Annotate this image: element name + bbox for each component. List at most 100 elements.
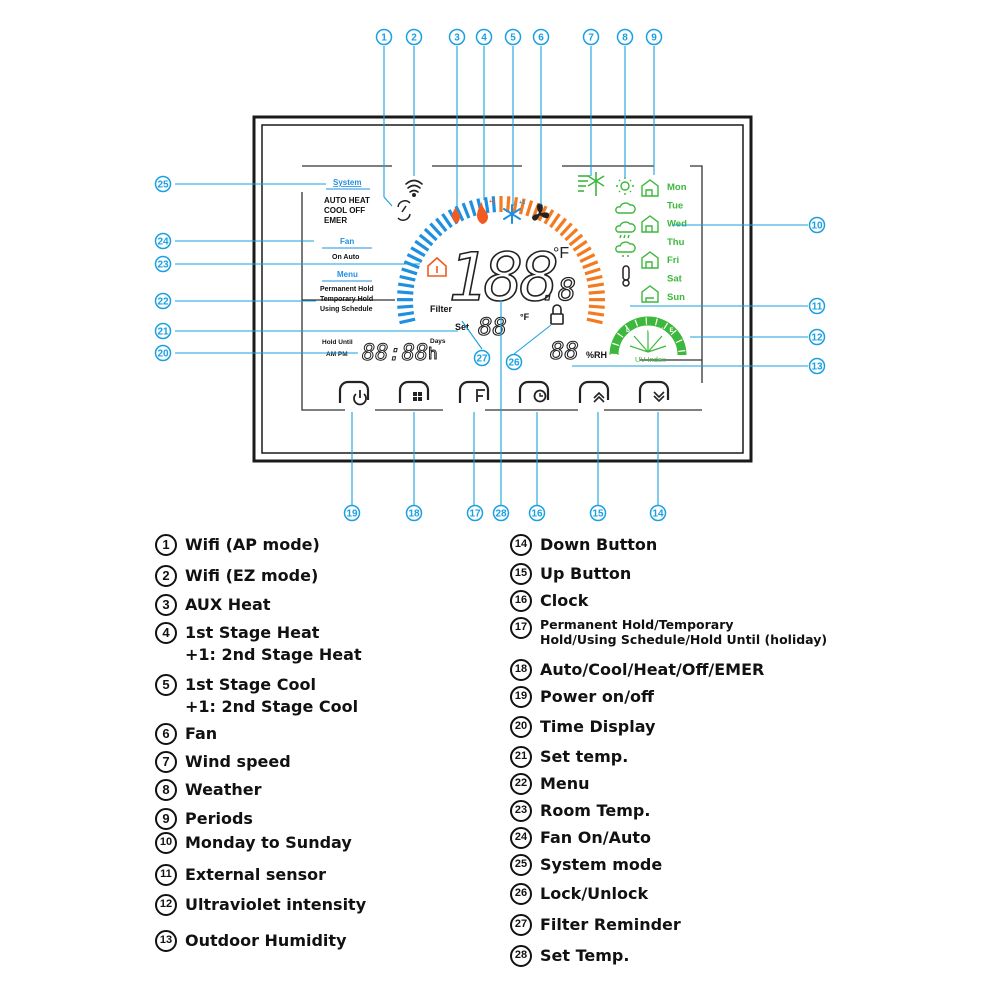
- arc-segment: [418, 233, 434, 247]
- callout-8: 8: [616, 28, 634, 46]
- legend-number: 10: [155, 832, 177, 854]
- up-button[interactable]: [578, 380, 610, 403]
- svg-text:10: 10: [811, 221, 823, 232]
- arc-segment: [586, 317, 603, 325]
- menu-line1: Permanent Hold: [320, 286, 374, 293]
- legend-number: 22: [510, 773, 532, 795]
- legend-number: 14: [510, 534, 532, 556]
- uv-scale-labels: L M H V E: [626, 328, 676, 334]
- legend-label: AUX Heat: [185, 595, 271, 614]
- mode-grid-icon: [413, 392, 422, 401]
- hold-until-label: Hold Until: [322, 339, 353, 346]
- hold-f-icon: [476, 389, 485, 402]
- weather-rain-icon: [615, 221, 636, 239]
- callout-5: 5: [504, 28, 522, 46]
- set-temperature-digits: 88: [478, 313, 507, 341]
- legend-label: Room Temp.: [540, 801, 651, 820]
- callout-22: 22: [154, 292, 172, 310]
- am-pm-label: AM PM: [326, 351, 348, 358]
- day-tue: Tue: [667, 200, 683, 211]
- callout-7: 7: [582, 28, 600, 46]
- svg-text:26: 26: [508, 358, 520, 369]
- down-button[interactable]: [638, 380, 670, 403]
- legend-number: 1: [155, 534, 177, 556]
- room-temperature-decimal: .8: [540, 273, 576, 308]
- heat-temperature-arc: [499, 196, 606, 325]
- stage-heat-icon: [477, 202, 488, 224]
- callout-19: 19: [343, 504, 361, 522]
- arc-segment: [582, 260, 599, 270]
- callout-27: 27: [473, 349, 491, 367]
- legend-label: Wifi (AP mode): [185, 535, 320, 554]
- arc-segment: [483, 196, 490, 214]
- mode-button[interactable]: [398, 380, 430, 403]
- callout-15: 15: [589, 504, 607, 522]
- humidity-unit: %RH: [586, 350, 607, 360]
- callout-20: 20: [154, 344, 172, 362]
- legend-number: 20: [510, 716, 532, 738]
- menu-header: Menu: [337, 270, 358, 279]
- arc-segment: [414, 239, 430, 252]
- legend-label: Up Button: [540, 564, 632, 583]
- arc-segment: [554, 217, 567, 233]
- legend-item-15: 15 Up Button: [510, 563, 631, 585]
- arc-segment: [576, 246, 592, 258]
- callout-16: 16: [528, 504, 546, 522]
- svg-text:4: 4: [481, 33, 487, 44]
- svg-text:23: 23: [157, 260, 169, 271]
- legend-number: 17: [510, 617, 532, 639]
- system-modes-line2: COOL OFF: [324, 206, 365, 215]
- legend-label: Down Button: [540, 535, 658, 554]
- weather-sun-icon: [616, 177, 634, 195]
- day-sat: Sat: [667, 274, 683, 285]
- callout-18: 18: [405, 504, 423, 522]
- legend-label: Set Temp.: [540, 946, 630, 965]
- arc-segment: [584, 267, 601, 276]
- legend-label: System mode: [540, 855, 663, 874]
- wind-speed-icon: [578, 172, 605, 196]
- filter-label: Filter: [430, 304, 453, 314]
- fan-header: Fan: [340, 237, 354, 246]
- svg-text:27: 27: [476, 354, 488, 365]
- power-button[interactable]: [338, 380, 370, 406]
- legend-number: 9: [155, 808, 177, 830]
- arc-segment: [572, 239, 588, 252]
- clock-button[interactable]: [518, 380, 550, 403]
- svg-text:17: 17: [469, 509, 481, 520]
- snowflake-icon: [503, 204, 521, 224]
- svg-text:24: 24: [157, 237, 169, 248]
- arc-segment: [586, 274, 603, 282]
- svg-text:22: 22: [157, 297, 169, 308]
- svg-text:14: 14: [652, 509, 664, 520]
- legend-number: 7: [155, 751, 177, 773]
- legend-label: Set temp.: [540, 747, 629, 766]
- legend-label: Power on/off: [540, 687, 654, 706]
- hold-button[interactable]: [458, 380, 490, 403]
- time-display: 88:88: [362, 341, 428, 366]
- fan-icon: [532, 203, 550, 221]
- legend-number: 27: [510, 914, 532, 936]
- aux-heat-icon: [452, 207, 460, 223]
- callout-14: 14: [649, 504, 667, 522]
- legend-label: Lock/Unlock: [540, 884, 649, 903]
- arc-segment: [410, 246, 426, 258]
- weather-snow-icon: [615, 241, 636, 257]
- legend-label: Clock: [540, 591, 589, 610]
- device-frame: [252, 115, 753, 463]
- legend-number: 15: [510, 563, 532, 585]
- uv-index-gauge: L M H V E UV Index: [609, 316, 687, 364]
- svg-text:3: 3: [454, 33, 460, 44]
- arc-segment: [423, 227, 438, 242]
